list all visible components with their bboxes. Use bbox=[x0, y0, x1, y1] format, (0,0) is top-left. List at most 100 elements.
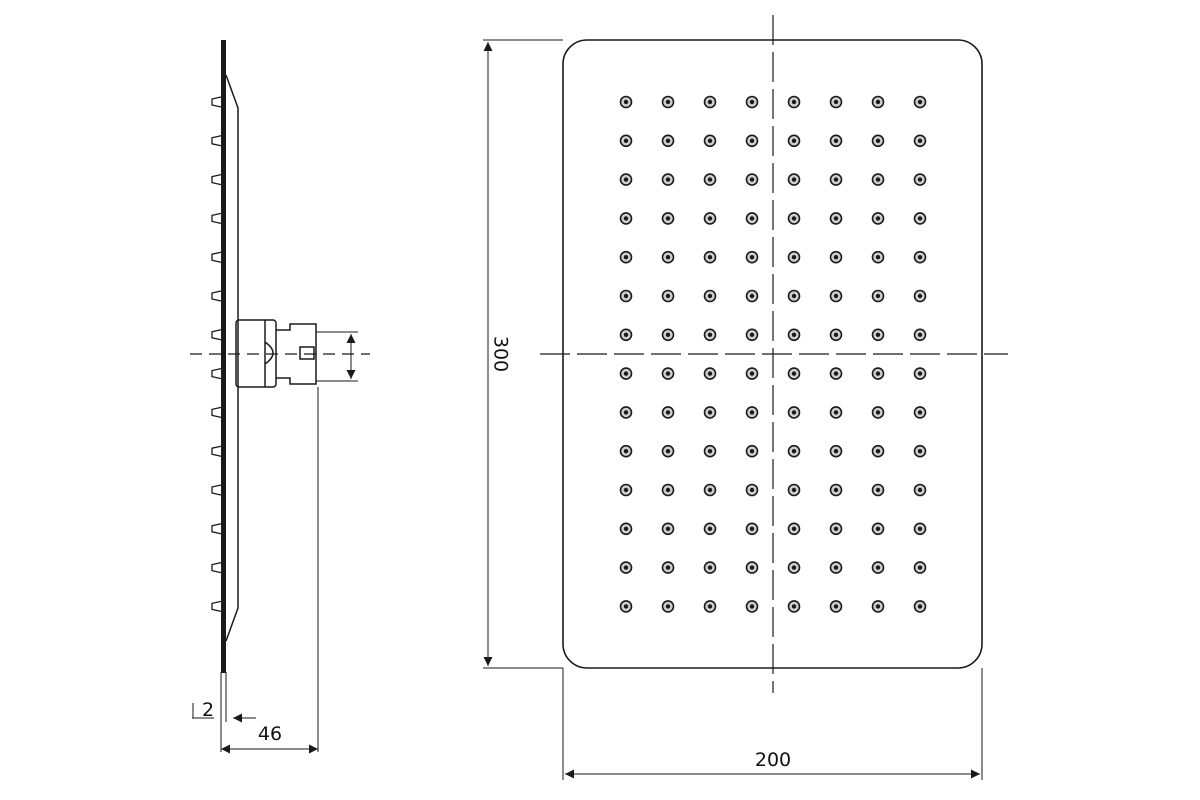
nozzle bbox=[619, 212, 633, 225]
nozzle bbox=[745, 600, 759, 613]
nozzle bbox=[745, 522, 759, 536]
nozzle bbox=[871, 444, 885, 458]
nozzle-tooth bbox=[211, 445, 222, 457]
nozzle bbox=[619, 561, 633, 574]
nozzle bbox=[871, 134, 885, 148]
nozzle bbox=[745, 483, 759, 497]
nozzle bbox=[787, 173, 801, 186]
nozzle bbox=[787, 561, 801, 574]
nozzle bbox=[745, 289, 759, 303]
nozzle bbox=[787, 289, 801, 303]
nozzle bbox=[661, 600, 675, 613]
nozzle bbox=[703, 522, 717, 536]
nozzle bbox=[745, 367, 759, 380]
nozzle bbox=[619, 289, 633, 303]
nozzle bbox=[787, 522, 801, 536]
nozzle bbox=[787, 212, 801, 225]
nozzle-tooth bbox=[211, 484, 222, 496]
nozzle bbox=[829, 406, 843, 419]
nozzle bbox=[619, 522, 633, 536]
nozzle bbox=[871, 212, 885, 225]
nozzle bbox=[661, 212, 675, 225]
nozzle bbox=[661, 522, 675, 536]
nozzle bbox=[703, 406, 717, 419]
nozzle bbox=[661, 250, 675, 264]
nozzle bbox=[829, 328, 843, 342]
nozzle bbox=[745, 95, 759, 109]
nozzle-tooth bbox=[211, 329, 222, 341]
side-nozzle-teeth bbox=[211, 96, 222, 613]
nozzle bbox=[913, 406, 927, 419]
nozzle bbox=[913, 134, 927, 148]
dimension-height-label: 300 bbox=[490, 336, 512, 372]
nozzle bbox=[619, 173, 633, 186]
nozzle bbox=[829, 134, 843, 148]
nozzle bbox=[829, 444, 843, 458]
nozzle bbox=[829, 250, 843, 264]
nozzle bbox=[787, 367, 801, 380]
nozzle bbox=[703, 483, 717, 497]
nozzle bbox=[745, 173, 759, 186]
front-nozzle-grid bbox=[619, 95, 927, 613]
nozzle bbox=[619, 600, 633, 613]
dimension-height bbox=[483, 39, 563, 669]
nozzle bbox=[871, 250, 885, 264]
nozzle bbox=[703, 134, 717, 148]
nozzle bbox=[829, 95, 843, 109]
nozzle bbox=[829, 483, 843, 497]
nozzle bbox=[661, 289, 675, 303]
nozzle bbox=[619, 406, 633, 419]
nozzle bbox=[787, 328, 801, 342]
nozzle-tooth bbox=[211, 96, 222, 108]
nozzle bbox=[661, 328, 675, 342]
nozzle-tooth bbox=[211, 173, 222, 186]
nozzle bbox=[829, 289, 843, 303]
nozzle bbox=[913, 600, 927, 613]
dimension-thickness-label: 2 bbox=[202, 699, 214, 721]
front-view bbox=[540, 15, 1008, 693]
nozzle bbox=[913, 444, 927, 458]
side-view bbox=[211, 40, 358, 752]
nozzle bbox=[661, 483, 675, 497]
dimension-thickness bbox=[192, 703, 256, 723]
nozzle bbox=[787, 600, 801, 613]
nozzle bbox=[871, 289, 885, 303]
nozzle-tooth bbox=[211, 251, 222, 263]
nozzle bbox=[787, 134, 801, 148]
nozzle bbox=[619, 250, 633, 264]
nozzle bbox=[703, 173, 717, 186]
nozzle-tooth bbox=[211, 135, 222, 147]
nozzle bbox=[829, 212, 843, 225]
nozzle bbox=[913, 367, 927, 380]
nozzle bbox=[703, 289, 717, 303]
nozzle bbox=[871, 328, 885, 342]
nozzle bbox=[871, 600, 885, 613]
nozzle bbox=[703, 600, 717, 613]
nozzle bbox=[619, 483, 633, 497]
dimension-depth-label: 46 bbox=[258, 723, 282, 745]
nozzle bbox=[745, 561, 759, 574]
nozzle bbox=[661, 561, 675, 574]
dimension-width-label: 200 bbox=[755, 749, 791, 771]
nozzle bbox=[913, 483, 927, 497]
nozzle bbox=[745, 134, 759, 148]
nozzle bbox=[703, 250, 717, 264]
nozzle bbox=[745, 328, 759, 342]
nozzle-tooth bbox=[211, 367, 222, 380]
side-thread-inlet bbox=[299, 346, 315, 360]
nozzle bbox=[661, 95, 675, 109]
side-plate-profile bbox=[225, 74, 239, 642]
nozzle bbox=[745, 444, 759, 458]
nozzle bbox=[871, 522, 885, 536]
nozzle bbox=[619, 328, 633, 342]
nozzle bbox=[829, 367, 843, 380]
nozzle bbox=[703, 367, 717, 380]
nozzle bbox=[661, 444, 675, 458]
nozzle bbox=[871, 561, 885, 574]
nozzle-tooth bbox=[211, 561, 222, 574]
nozzle bbox=[913, 289, 927, 303]
nozzle bbox=[913, 328, 927, 342]
nozzle bbox=[787, 406, 801, 419]
nozzle bbox=[745, 250, 759, 264]
nozzle bbox=[871, 483, 885, 497]
